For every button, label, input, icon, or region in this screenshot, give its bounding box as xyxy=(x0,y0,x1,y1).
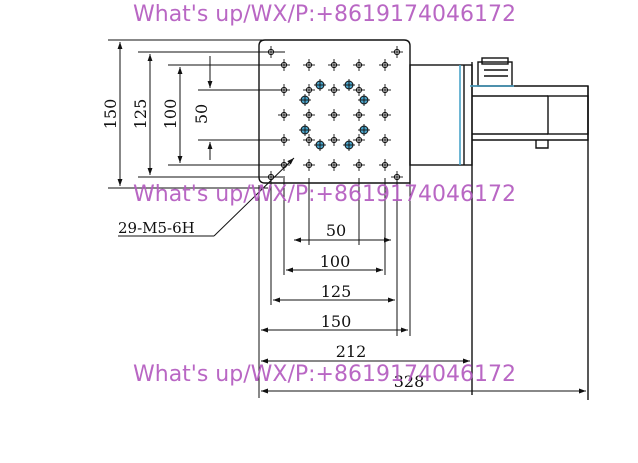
dim-label-v50: 50 xyxy=(192,104,211,124)
watermark-middle: What's up/WX/P:+8619174046172 xyxy=(133,182,516,207)
threaded-hole xyxy=(379,109,391,121)
threaded-hole xyxy=(353,59,365,71)
threaded-hole xyxy=(303,84,315,96)
threaded-hole xyxy=(353,84,365,96)
dim-label-h100: 100 xyxy=(320,252,351,271)
dim-label-h328: 328 xyxy=(394,372,425,391)
dim-label-v125: 125 xyxy=(131,99,150,130)
threaded-hole xyxy=(278,109,290,121)
dim-label-v100: 100 xyxy=(161,99,180,130)
threaded-hole xyxy=(328,134,340,146)
threaded-hole xyxy=(353,109,365,121)
threaded-hole-highlighted xyxy=(314,139,326,151)
threaded-hole xyxy=(303,134,315,146)
threaded-hole xyxy=(303,59,315,71)
threaded-hole xyxy=(328,59,340,71)
threaded-hole xyxy=(379,84,391,96)
threaded-hole xyxy=(391,46,403,58)
threaded-hole xyxy=(353,134,365,146)
stage-body xyxy=(258,39,589,400)
threaded-hole xyxy=(379,134,391,146)
dim-label-v150: 150 xyxy=(101,99,120,130)
dim-label-h50: 50 xyxy=(326,221,346,240)
threaded-hole xyxy=(303,159,315,171)
hole-callout-leader xyxy=(118,157,295,237)
horizontal-dimensions xyxy=(258,178,586,398)
watermark-bottom: What's up/WX/P:+8619174046172 xyxy=(133,362,516,387)
threaded-hole-highlighted xyxy=(358,94,370,106)
dim-label-h125: 125 xyxy=(321,282,352,301)
threaded-hole-highlighted xyxy=(299,94,311,106)
threaded-hole xyxy=(328,84,340,96)
threaded-hole xyxy=(328,159,340,171)
watermark-top: What's up/WX/P:+8619174046172 xyxy=(133,2,516,27)
dim-label-h150: 150 xyxy=(321,312,352,331)
threaded-hole-highlighted xyxy=(299,124,311,136)
threaded-hole-highlighted xyxy=(314,79,326,91)
threaded-hole-highlighted xyxy=(343,139,355,151)
dim-label-h212: 212 xyxy=(336,342,367,361)
threaded-hole xyxy=(353,159,365,171)
threaded-hole-highlighted xyxy=(358,124,370,136)
threaded-hole xyxy=(379,59,391,71)
threaded-hole xyxy=(328,109,340,121)
vertical-dimensions xyxy=(108,39,290,189)
hole-callout-label: 29-M5-6H xyxy=(118,219,195,237)
threaded-hole xyxy=(379,159,391,171)
threaded-hole-highlighted xyxy=(343,79,355,91)
mounting-hole-pattern xyxy=(265,46,403,183)
threaded-hole xyxy=(303,109,315,121)
